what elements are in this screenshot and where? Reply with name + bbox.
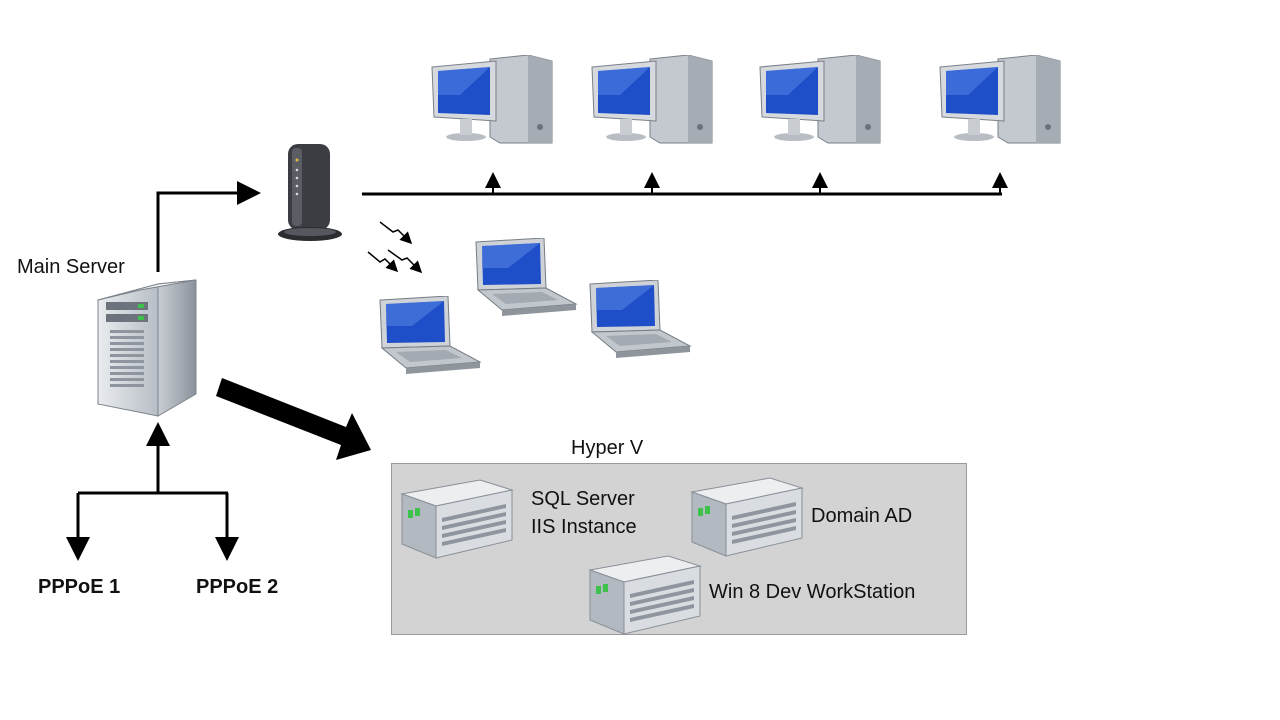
vm-sql-label-line1: SQL Server (531, 488, 635, 510)
main-server-label: Main Server (17, 256, 125, 278)
laptop-icon (586, 279, 692, 365)
wireless-router-icon (274, 140, 344, 249)
laptop-icon (376, 295, 482, 381)
virtual-server-icon (588, 548, 704, 641)
desktop-computer-icon (430, 54, 554, 152)
desktop-computer-icon (758, 54, 882, 152)
vm-domain-label: Domain AD (811, 505, 913, 527)
hyperv-label: Hyper V (571, 437, 644, 459)
desktop-computer-icon (590, 54, 714, 152)
vm-win8-label: Win 8 Dev WorkStation (709, 581, 916, 603)
wireless-signal-3 (387, 249, 423, 274)
pppoe1-label: PPPoE 1 (38, 576, 121, 598)
wireless-signal-1 (379, 221, 413, 245)
wireless-signal-2 (367, 251, 399, 273)
vm-sql-label-line2: IIS Instance (531, 516, 637, 538)
desktop-computer-icon (938, 54, 1062, 152)
hyperv-big-arrow (216, 378, 371, 460)
virtual-server-icon (400, 472, 516, 565)
server-to-router-line (156, 181, 261, 272)
tower-server-icon (96, 276, 208, 429)
laptop-icon (472, 237, 578, 323)
virtual-server-icon (690, 470, 806, 563)
pppoe2-label: PPPoE 2 (196, 576, 279, 598)
